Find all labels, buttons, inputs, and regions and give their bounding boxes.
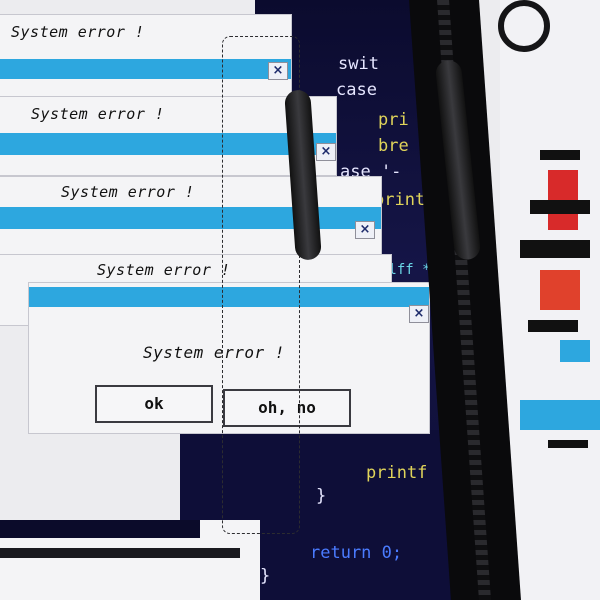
glitch-shape [540, 270, 580, 310]
ok-button[interactable]: ok [95, 385, 213, 423]
close-icon[interactable]: × [355, 221, 375, 239]
pocket-seam [222, 36, 300, 534]
code-line: printf [366, 463, 428, 483]
code-line: } [316, 486, 327, 506]
code-line: case [336, 80, 377, 100]
code-line: pri [378, 110, 409, 130]
close-icon[interactable]: × [409, 305, 429, 323]
close-icon[interactable]: × [268, 62, 288, 80]
glitch-bar [0, 548, 240, 558]
title-bar [0, 207, 381, 229]
code-line: print [374, 190, 426, 210]
error-message: System error ! [31, 105, 165, 123]
glitch-shape [530, 200, 590, 214]
glitch-shape [540, 150, 580, 160]
error-message: System error ! [143, 343, 285, 362]
title-bar [0, 59, 291, 79]
error-message: System error ! [61, 183, 195, 201]
code-line: return 0; [310, 543, 403, 563]
error-window: × System error ! [0, 96, 337, 176]
code-line: swit [338, 54, 379, 74]
glitch-bar [0, 520, 200, 538]
glitch-shape [520, 400, 600, 430]
glitch-shape [560, 340, 590, 362]
glitch-shape [520, 240, 590, 258]
strap-ring [498, 0, 550, 52]
oh-no-button[interactable]: oh, no [223, 389, 351, 427]
code-line: } [260, 566, 271, 586]
glitch-shape [528, 320, 578, 332]
code-line: bre [378, 136, 409, 156]
error-window: × System error ! [0, 176, 382, 258]
error-dialog: × System error ! ok oh, no [28, 282, 430, 434]
error-message: System error ! [11, 23, 145, 41]
error-window: × System error ! [0, 14, 292, 111]
close-icon[interactable]: × [316, 143, 336, 161]
error-message: System error ! [97, 261, 231, 279]
title-bar [29, 287, 429, 307]
glitch-shape [548, 440, 588, 448]
title-bar [0, 133, 336, 155]
